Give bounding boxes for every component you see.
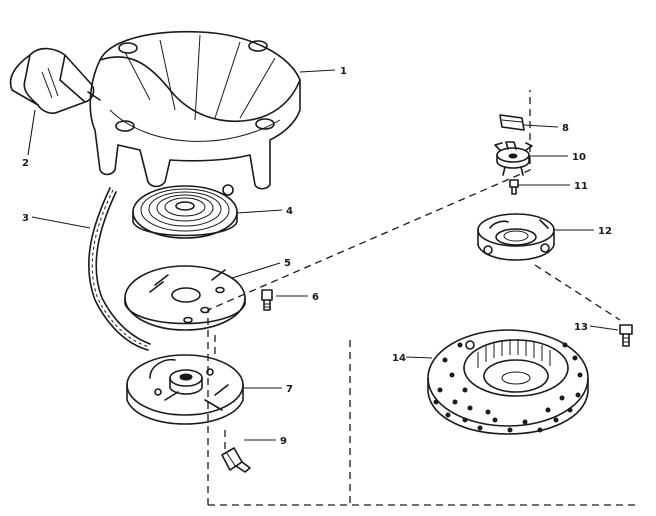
callout-12: 12 xyxy=(598,226,612,237)
part-14-flywheel[interactable] xyxy=(427,329,589,435)
leader-lines xyxy=(27,69,619,441)
part-1-starter-housing[interactable] xyxy=(89,30,301,190)
part-13-screw[interactable] xyxy=(619,324,633,347)
callout-5: 5 xyxy=(284,258,291,269)
part-9-pin[interactable] xyxy=(221,447,251,473)
callout-3: 3 xyxy=(22,213,29,224)
callout-7: 7 xyxy=(286,384,293,395)
part-8-pawl[interactable] xyxy=(499,114,525,131)
callout-9: 9 xyxy=(280,436,287,447)
callout-6: 6 xyxy=(312,292,319,303)
dashed-assembly-boundary xyxy=(207,90,640,506)
callout-13: 13 xyxy=(574,322,588,333)
part-5-pulley-plate[interactable] xyxy=(124,265,246,331)
flywheel-fins xyxy=(477,339,551,368)
part-2-starter-handle[interactable] xyxy=(9,47,101,114)
callout-10: 10 xyxy=(572,152,586,163)
part-11-screw[interactable] xyxy=(509,179,519,195)
part-6-screw[interactable] xyxy=(261,289,273,311)
part-7-pulley[interactable] xyxy=(126,354,244,425)
callout-labels: 1 2 3 4 5 6 7 8 9 10 11 12 13 14 xyxy=(22,66,612,447)
part-4-recoil-spring[interactable] xyxy=(132,184,238,239)
part-3-starter-rope[interactable] xyxy=(88,187,151,351)
callout-2: 2 xyxy=(22,158,29,169)
callout-11: 11 xyxy=(574,181,588,192)
callout-14: 14 xyxy=(392,353,406,364)
part-12-starter-cup[interactable] xyxy=(477,213,555,261)
part-10-retainer[interactable] xyxy=(494,141,533,176)
callout-1: 1 xyxy=(340,66,347,77)
callout-8: 8 xyxy=(562,123,569,134)
flywheel-texture xyxy=(433,342,583,433)
callout-4: 4 xyxy=(286,206,293,217)
